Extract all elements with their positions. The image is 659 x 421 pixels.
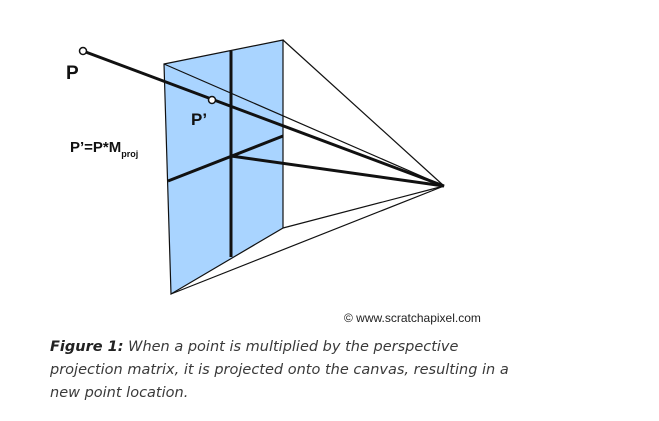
frustum-edge-bottom xyxy=(282,185,445,229)
point-p-marker xyxy=(78,46,88,56)
point-p-label: P xyxy=(66,63,79,84)
projection-formula: P’=P*Mproj xyxy=(70,139,138,159)
figure-caption: Figure 1: When a point is multiplied by … xyxy=(50,336,520,405)
center-ray xyxy=(230,154,445,188)
frustum-edge-top-left xyxy=(163,63,445,187)
caption-prefix: Figure 1: xyxy=(50,339,124,355)
canvas-plane xyxy=(163,39,284,296)
frustum-edge-bottom-left xyxy=(170,185,445,295)
caption-text: When a point is multiplied by the perspe… xyxy=(50,339,509,401)
point-p-prime-label: P’ xyxy=(191,110,207,129)
point-p-prime-marker xyxy=(207,95,217,105)
copyright-credit: © www.scratchapixel.com xyxy=(344,311,481,325)
formula-subscript: proj xyxy=(121,149,138,159)
formula-main: P’=P*M xyxy=(70,139,121,156)
projection-ray xyxy=(82,49,445,188)
frustum-edge-top xyxy=(282,39,445,187)
canvas-grid-horizontal xyxy=(167,134,284,183)
perspective-projection-diagram: P P’ P’=P*Mproj xyxy=(66,39,445,296)
